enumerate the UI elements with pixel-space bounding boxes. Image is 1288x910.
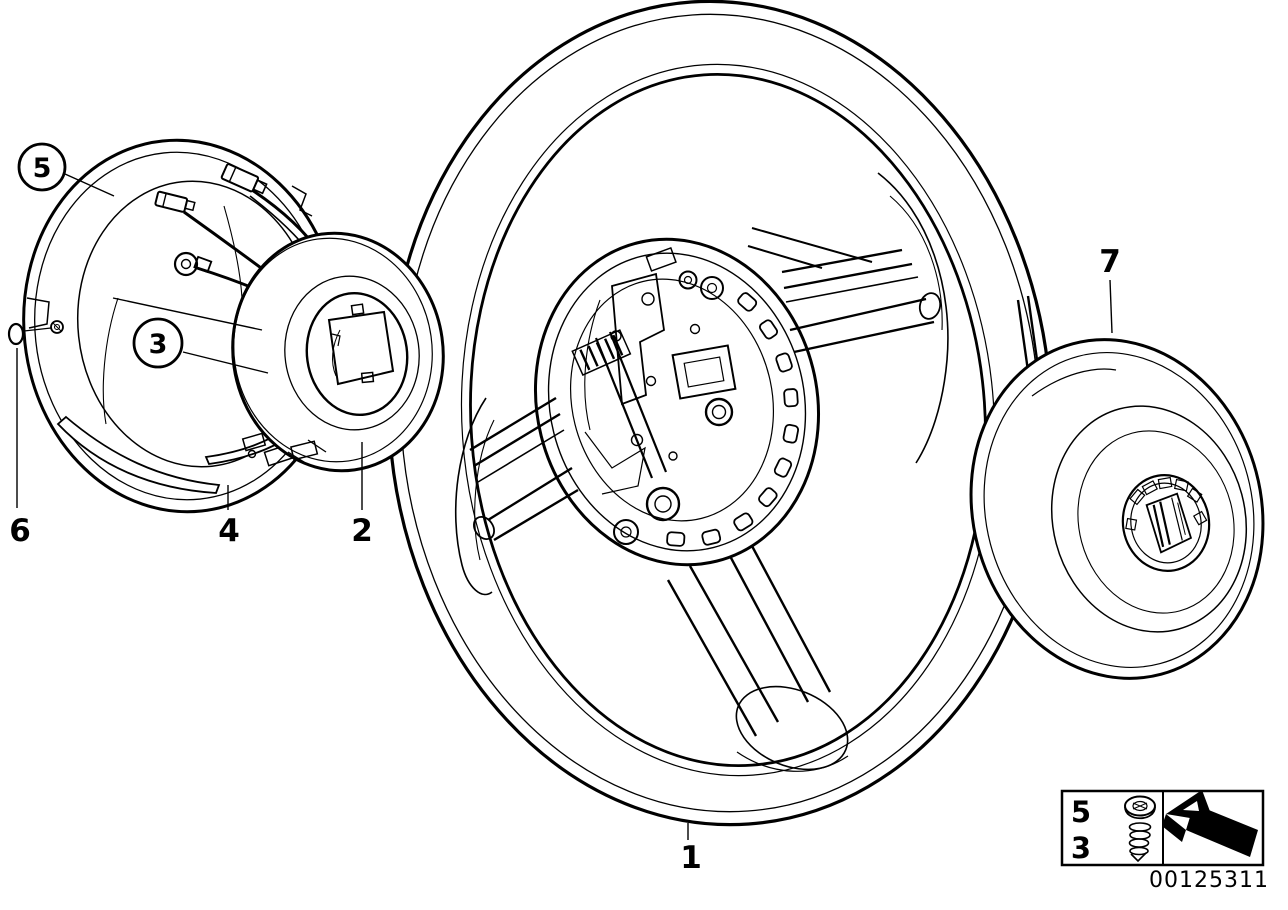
callout-7-label[interactable]: 7 — [1099, 244, 1121, 280]
slip-ring-drawing — [231, 231, 445, 473]
callout-6[interactable]: 6 — [9, 348, 31, 549]
callout-3-circle[interactable] — [132, 317, 184, 369]
hub-hole-band — [666, 292, 800, 547]
bottom-spoke — [666, 545, 849, 772]
callout-5-leader — [64, 173, 115, 197]
callout-5-label[interactable]: 5 — [33, 153, 52, 184]
callout-4[interactable]: 4 — [218, 485, 240, 549]
torx-screw-icon — [1124, 795, 1156, 863]
steering-wheel-drawing — [386, 0, 1054, 827]
spade-terminal-small — [154, 190, 196, 213]
callout-7[interactable]: 7 — [1099, 244, 1121, 334]
legend-row1-number: 5 — [1071, 795, 1091, 829]
callout-7-leader — [1109, 279, 1113, 334]
callout-5-circle[interactable] — [17, 142, 67, 192]
callout-3-label[interactable]: 3 — [149, 329, 168, 360]
spade-terminal-large — [220, 163, 268, 195]
callout-5[interactable]: 5 — [17, 142, 115, 197]
ring-terminal — [173, 251, 213, 277]
part-number: 00125311 — [1149, 868, 1269, 893]
callout-3-leader-a — [112, 297, 263, 331]
airbag-wires — [154, 163, 334, 313]
callout-3[interactable]: 3 — [112, 297, 269, 374]
nav-arrow-icon[interactable] — [1162, 790, 1258, 857]
callout-2[interactable]: 2 — [351, 442, 373, 549]
hub-connector-block — [571, 329, 632, 376]
legend-row2-number: 3 — [1071, 831, 1091, 865]
callout-2-label[interactable]: 2 — [351, 513, 373, 549]
emblem-badge — [1121, 474, 1211, 572]
airbag-cover-drawing — [969, 338, 1265, 680]
callout-6-label[interactable]: 6 — [9, 513, 31, 549]
hub-drawing — [533, 237, 821, 567]
right-spoke — [781, 248, 942, 354]
legend-box: 5 3 — [1060, 789, 1265, 867]
callout-1[interactable]: 1 — [680, 823, 702, 876]
callout-1-label[interactable]: 1 — [680, 840, 702, 876]
grommet-drawing — [7, 322, 52, 346]
callout-3-leader-b — [182, 351, 269, 374]
callout-4-label[interactable]: 4 — [218, 513, 240, 549]
